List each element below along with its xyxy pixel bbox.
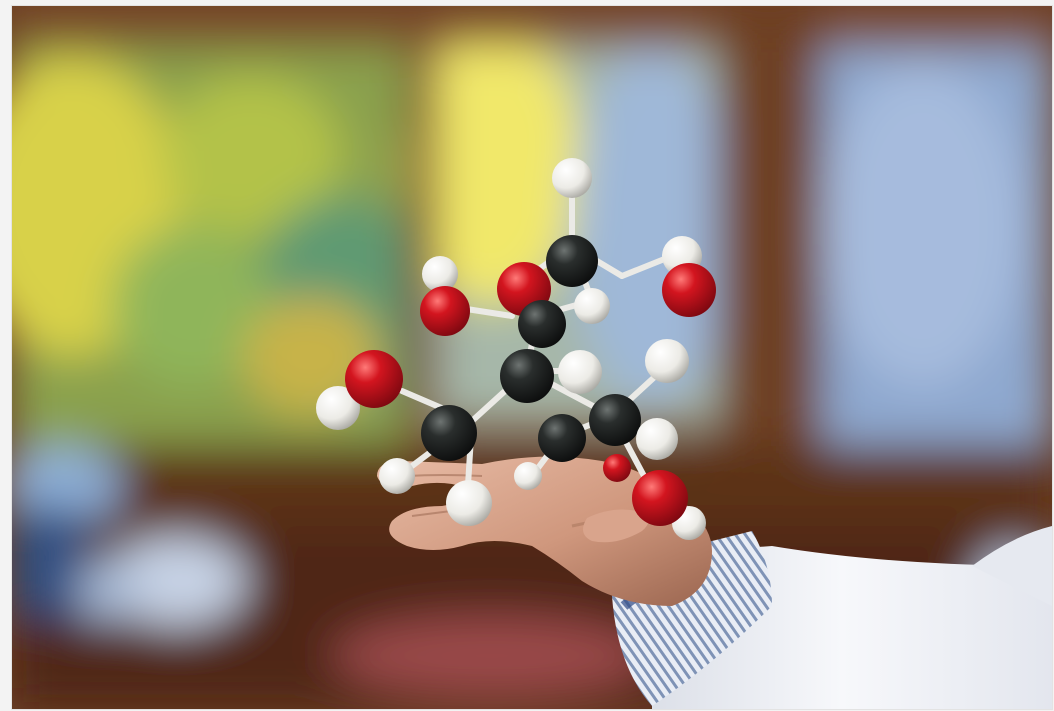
hydrogen-atom (446, 480, 492, 526)
oxygen-atom (420, 286, 470, 336)
hydrogen-atom (645, 339, 689, 383)
hydrogen-atom (574, 288, 610, 324)
carbon-atom (421, 405, 477, 461)
hydrogen-atom (636, 418, 678, 460)
oxygen-atom (345, 350, 403, 408)
hydrogen-atom (316, 386, 360, 430)
hydrogen-atom (558, 350, 602, 394)
oxygen-atom (632, 470, 688, 526)
photo (12, 6, 1052, 709)
molecule-hand-photo (12, 6, 1052, 709)
hydrogen-atom (422, 256, 458, 292)
background (12, 6, 1052, 709)
oxygen-atom (603, 454, 631, 482)
hydrogen-atom (514, 462, 542, 490)
carbon-atom (500, 349, 554, 403)
oxygen-atom (662, 263, 716, 317)
carbon-atom (589, 394, 641, 446)
carbon-atom (538, 414, 586, 462)
hydrogen-atom (379, 458, 415, 494)
hydrogen-atom (552, 158, 592, 198)
carbon-atom (518, 300, 566, 348)
molecule-atoms (316, 158, 716, 540)
carbon-atom (546, 235, 598, 287)
